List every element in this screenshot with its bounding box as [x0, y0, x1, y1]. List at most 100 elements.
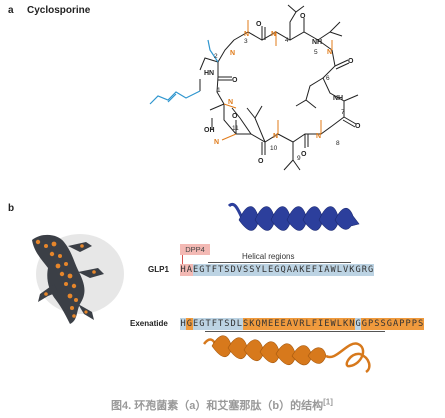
atom-label-o: O	[258, 158, 264, 165]
residue-number: 10	[270, 145, 278, 152]
sequence-residue: V	[342, 264, 349, 276]
sequence-residue: E	[323, 318, 330, 330]
sequence-residue: R	[298, 318, 305, 330]
exenatide-label: Exenatide	[130, 319, 168, 328]
atom-label-o: O	[256, 21, 262, 28]
sequence-residue: P	[405, 318, 412, 330]
sequence-residue: G	[186, 318, 193, 330]
residue-number: 8	[336, 140, 340, 147]
sequence-residue: H	[180, 318, 187, 330]
sequence-residue: P	[367, 318, 374, 330]
sequence-residue: D	[230, 264, 237, 276]
residue-number: 6	[326, 75, 330, 82]
glp1-sequence: HAEGTFTSDVSSYLEGQAAKEFIAWLVKGRG	[180, 264, 374, 276]
sequence-residue: T	[217, 318, 224, 330]
sequence-residue: T	[205, 318, 212, 330]
sequence-residue: S	[242, 318, 249, 330]
sequence-residue: P	[398, 318, 405, 330]
exenatide-sequence: HGEGTFTSDLSKQMEEEAVRLFIEWLKNGGPSSGAPPPS	[180, 318, 424, 330]
sequence-residue: Q	[280, 264, 287, 276]
sequence-residue: E	[192, 318, 199, 330]
sequence-residue: E	[192, 264, 199, 276]
dpp4-label: DPP4	[180, 244, 210, 255]
exenatide-helix-ribbon	[203, 335, 371, 374]
cyclosporine-structure: N N O O NH N O NH O N N O O N O N O HN O…	[149, 4, 361, 171]
residue-number: 9	[297, 155, 301, 162]
sequence-residue: Q	[255, 318, 262, 330]
panel-a-letter: a	[8, 5, 14, 16]
sequence-residue: G	[367, 264, 374, 276]
sequence-residue: V	[292, 318, 299, 330]
exenatide-cage-bracket	[355, 331, 385, 332]
sequence-residue: F	[311, 318, 318, 330]
atom-label-n: N	[214, 139, 219, 146]
gila-monster-illustration	[32, 234, 124, 324]
sequence-residue: K	[248, 318, 255, 330]
sequence-residue: A	[186, 264, 193, 276]
sequence-residue: A	[323, 264, 330, 276]
atom-label-n: N	[230, 50, 235, 57]
sequence-residue: G	[355, 318, 362, 330]
sequence-residue: S	[223, 264, 230, 276]
atom-label-o: O	[301, 151, 307, 158]
figure-caption-ref: [1]	[323, 397, 333, 407]
sequence-residue: T	[205, 264, 212, 276]
panel-b-letter: b	[8, 203, 15, 214]
sequence-residue: W	[330, 318, 337, 330]
sequence-residue: S	[373, 318, 380, 330]
sequence-residue: L	[336, 264, 343, 276]
sequence-residue: D	[230, 318, 237, 330]
dpp4-cleavage-marker	[182, 255, 183, 265]
atom-label-oh: OH	[204, 127, 215, 134]
sequence-residue: A	[286, 264, 293, 276]
sequence-residue: L	[336, 318, 343, 330]
sequence-residue: L	[305, 318, 312, 330]
sequence-residue: M	[261, 318, 268, 330]
sequence-residue: E	[280, 318, 287, 330]
sequence-residue: A	[292, 264, 299, 276]
residue-number: 11	[232, 125, 239, 132]
sequence-residue: V	[236, 264, 243, 276]
atom-label-nh: NH	[312, 39, 322, 46]
sequence-residue: W	[330, 264, 337, 276]
residue-number: 4	[285, 37, 289, 44]
atom-label-hn: HN	[204, 70, 214, 77]
sequence-residue: K	[348, 264, 355, 276]
sequence-residue: F	[311, 264, 318, 276]
sequence-residue: S	[417, 318, 424, 330]
residue-number: 5	[314, 49, 318, 56]
atom-label-n: N	[316, 133, 321, 140]
sequence-residue: R	[361, 264, 368, 276]
sequence-residue: G	[355, 264, 362, 276]
figure-caption: 图4. 环孢菌素（a）和艾塞那肽（b）的结构[1]	[111, 397, 333, 413]
residue-number: 7	[341, 109, 345, 116]
helical-regions-bracket	[208, 262, 351, 263]
sequence-residue: S	[223, 318, 230, 330]
sequence-residue: E	[273, 318, 280, 330]
glp1-helix-ribbon	[227, 203, 360, 231]
atom-label-o: O	[232, 113, 238, 120]
sequence-residue: L	[236, 318, 243, 330]
sequence-residue: I	[317, 264, 324, 276]
sequence-residue: S	[380, 318, 387, 330]
sequence-residue: E	[267, 318, 274, 330]
sequence-residue: L	[261, 264, 268, 276]
sequence-residue: F	[211, 264, 218, 276]
cyclosporine-title: Cyclosporine	[27, 5, 91, 16]
figure-caption-text: 图4. 环孢菌素（a）和艾塞那肽（b）的结构	[111, 400, 324, 412]
n-methyl-bonds	[221, 20, 333, 141]
atom-label-o: O	[355, 123, 361, 130]
butenyl-side-chain	[149, 39, 219, 105]
sequence-residue: S	[242, 264, 249, 276]
atom-label-nh: NH	[333, 95, 343, 102]
atom-label-o: O	[232, 77, 238, 84]
sequence-residue: N	[348, 318, 355, 330]
sequence-residue: E	[305, 264, 312, 276]
sequence-residue: H	[180, 264, 187, 276]
glp1-label: GLP1	[148, 265, 169, 274]
sequence-residue: K	[342, 318, 349, 330]
sequence-residue: E	[267, 264, 274, 276]
atom-label-n: N	[273, 133, 278, 140]
sequence-residue: Y	[255, 264, 262, 276]
atom-label-n: N	[228, 99, 233, 106]
